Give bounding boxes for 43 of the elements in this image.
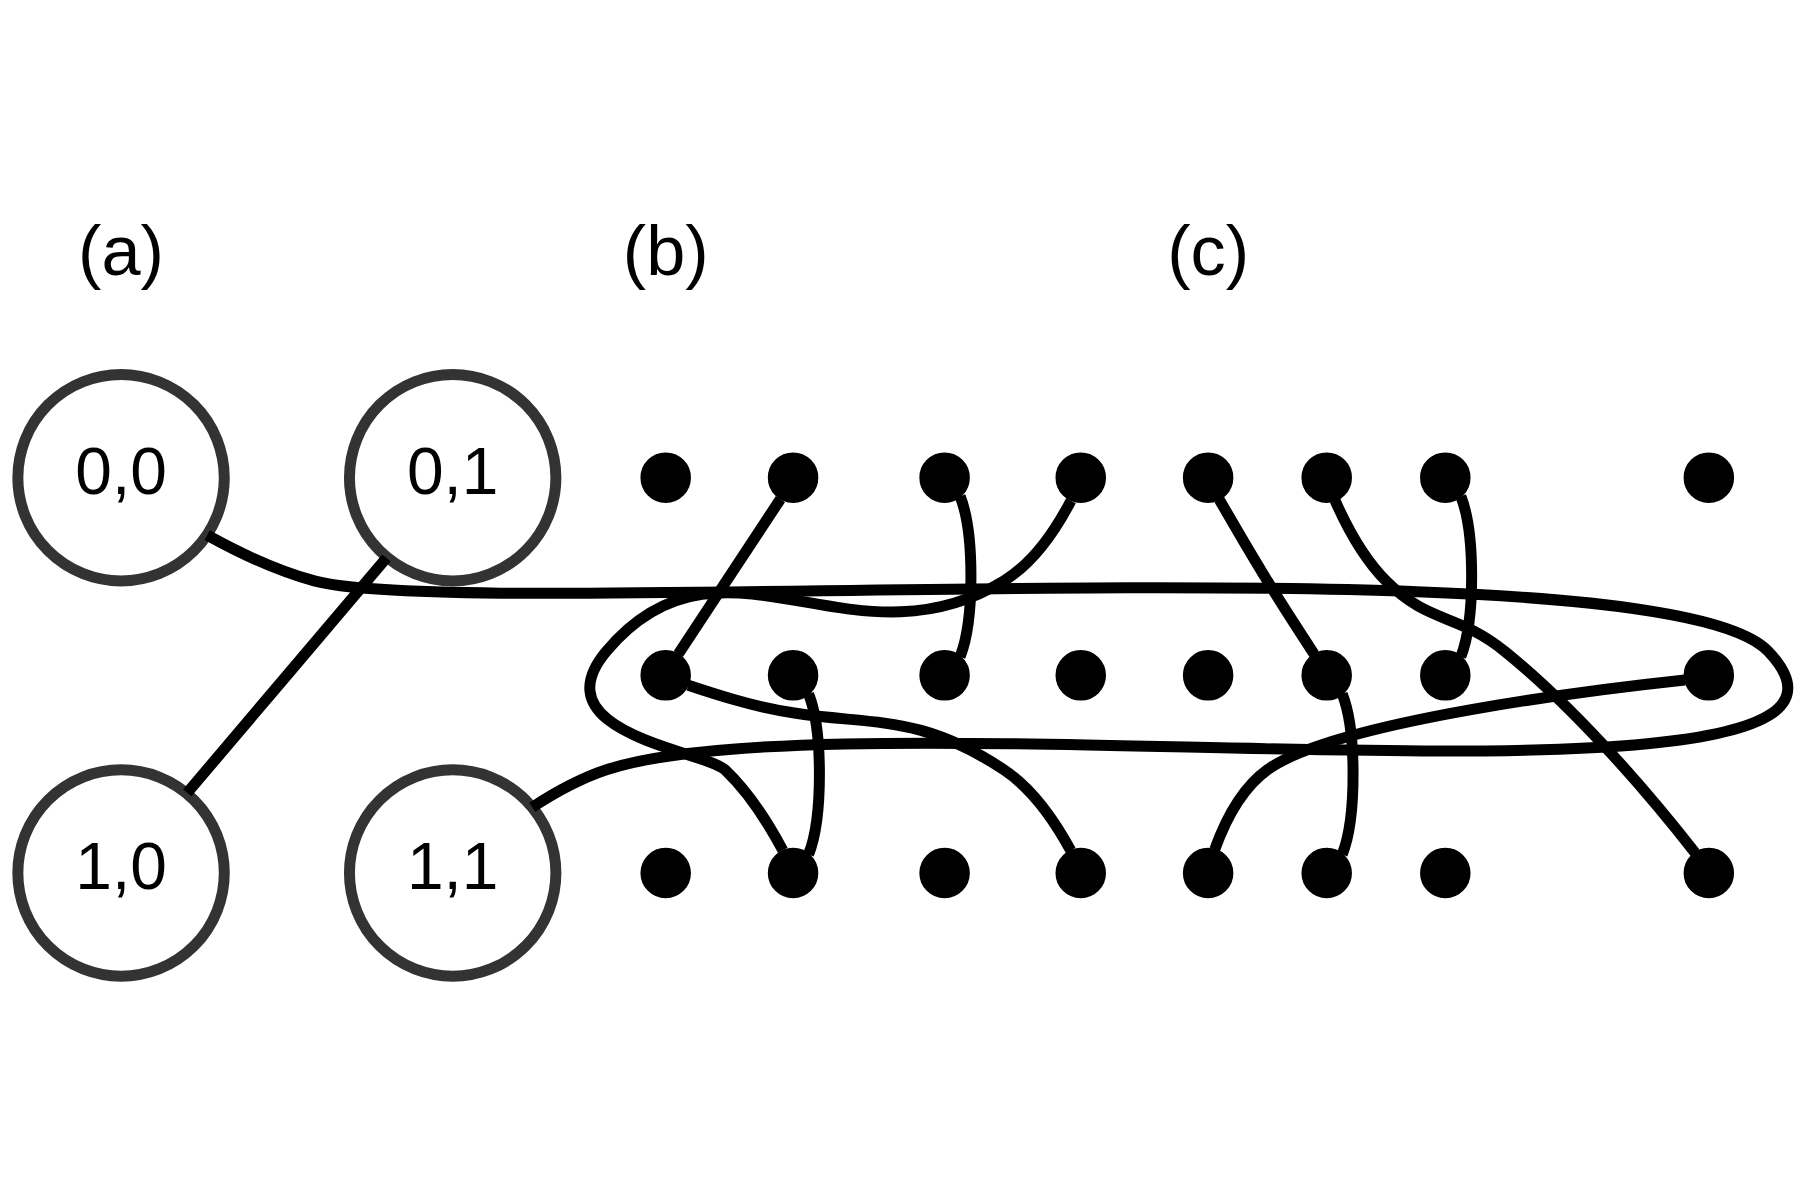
label: (b) (622, 210, 709, 290)
node-circle (1182, 650, 1233, 701)
node-circle (1182, 847, 1233, 899)
connector (1209, 674, 1685, 852)
node-circle (1055, 650, 1106, 701)
node-circle (767, 452, 818, 503)
node-circle (639, 847, 691, 899)
node-circle (1055, 847, 1106, 899)
node-circle (1683, 452, 1734, 503)
node-circle: 1,1 (343, 764, 561, 982)
connector (204, 530, 1791, 812)
node-circle (1419, 650, 1471, 701)
node-circle (639, 650, 691, 701)
node-circle (1300, 452, 1352, 503)
node-circle: 0,1 (343, 369, 561, 587)
node-circle (1683, 847, 1734, 899)
node-circle (639, 452, 691, 503)
node-circle (767, 847, 818, 899)
connector (1336, 692, 1358, 857)
node-circle: 1,0 (11, 764, 230, 982)
node-circle (1055, 452, 1106, 503)
node-circle (1300, 847, 1352, 899)
node-circle (1419, 847, 1471, 899)
connector (686, 679, 1075, 854)
node-circle (1300, 650, 1352, 701)
connector (673, 496, 785, 658)
node-circle: 0,0 (11, 369, 230, 587)
connector (182, 554, 391, 797)
connector (1329, 498, 1699, 857)
connector (802, 692, 825, 857)
node-circle (918, 452, 970, 503)
node-circle (1419, 452, 1471, 503)
label: (a) (77, 210, 164, 290)
connector (954, 494, 976, 659)
node-circle (1182, 452, 1233, 503)
connector (584, 498, 1076, 853)
node-circle (918, 847, 970, 899)
connector (1455, 494, 1477, 659)
label: (c) (1166, 210, 1249, 290)
node-circle (767, 650, 818, 701)
connector (1214, 496, 1319, 658)
node-circle (918, 650, 970, 701)
node-circle (1683, 650, 1734, 701)
